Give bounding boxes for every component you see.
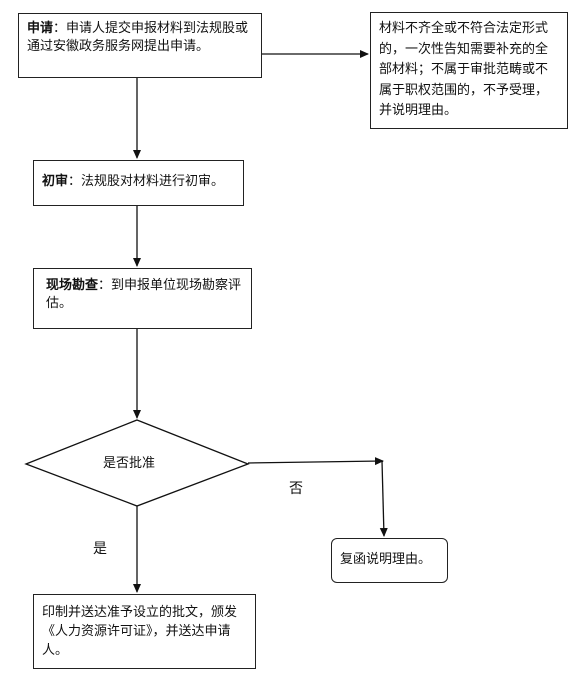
no-branch-label: 否: [289, 481, 303, 497]
reject-notice-box: 材料不齐全或不符合法定形式的，一次性告知需要补充的全部材料；不属于审批范畴或不属…: [370, 12, 568, 129]
site-inspection-title: 现场勘查: [46, 278, 99, 293]
initial-review-box: 初审：法规股对材料进行初审。: [33, 160, 244, 206]
no-result-box: 复函说明理由。: [331, 538, 448, 583]
reject-notice-text: 材料不齐全或不符合法定形式的，一次性告知需要补充的全部材料；不属于审批范畴或不属…: [379, 21, 549, 118]
arrow-no-branch-horizontal: [247, 457, 384, 466]
site-inspection-text: ：到申报单位现场勘察评估。: [46, 278, 242, 311]
arrow-no-branch-down: [379, 460, 388, 537]
initial-review-title: 初审: [42, 174, 69, 189]
no-result-text: 复函说明理由。: [340, 552, 432, 567]
site-inspection-box: 现场勘查：到申报单位现场勘察评估。: [33, 268, 252, 329]
yes-branch-label: 是: [93, 541, 107, 557]
yes-result-text: 印制并送达准予设立的批文，颁发《人力资源许可证》，并送达申请人。: [42, 605, 238, 658]
apply-step-box: 申请：申请人提交申报材料到法规股或通过安徽政务服务网提出申请。: [18, 13, 262, 78]
yes-result-box: 印制并送达准予设立的批文，颁发《人力资源许可证》，并送达申请人。: [33, 594, 256, 669]
decision-label: 是否批准: [103, 456, 156, 471]
apply-step-title: 申请: [27, 21, 54, 36]
apply-step-text: ：申请人提交申报材料到法规股或通过安徽政务服务网提出申请。: [27, 21, 249, 54]
initial-review-text: ：法规股对材料进行初审。: [68, 174, 225, 189]
